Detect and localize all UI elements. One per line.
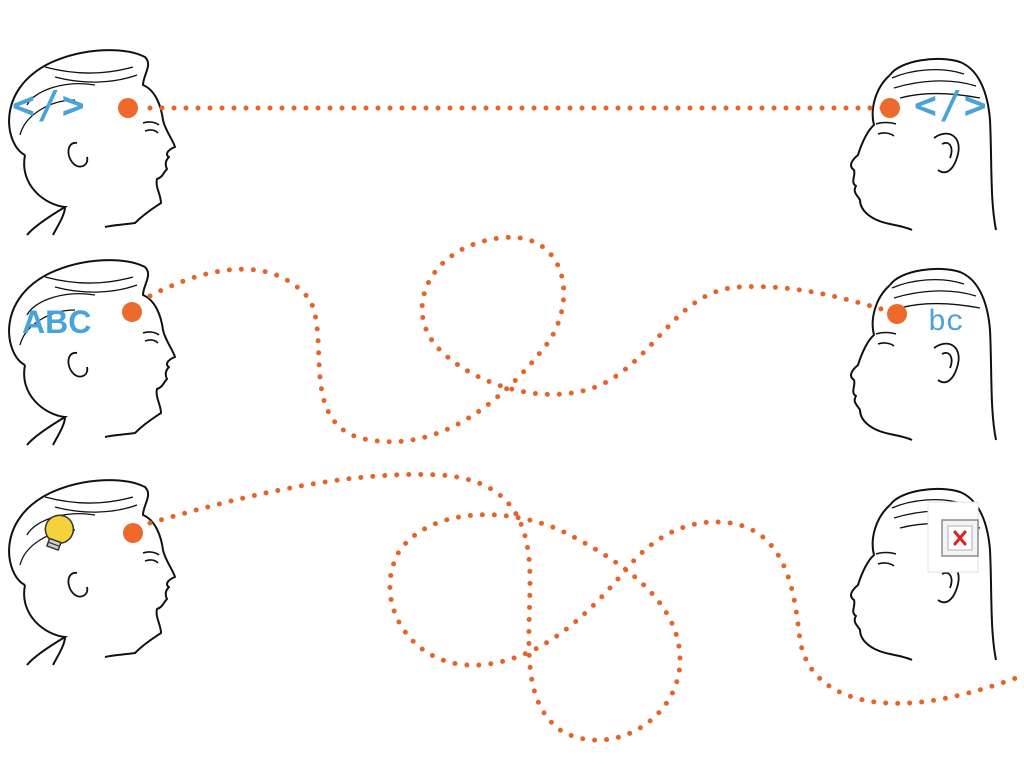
sender-head-row-2 <box>8 259 176 446</box>
sender-dot-row-3 <box>123 523 143 543</box>
receiver-label-row-2: bc <box>928 306 965 340</box>
sender-label-row-2: ABC <box>22 304 92 340</box>
sender-dot-row-1 <box>118 98 138 118</box>
sender-head-row-3 <box>8 479 176 666</box>
receiver-label-row-1: </> <box>914 83 989 127</box>
receiver-head-row-2 <box>850 267 997 441</box>
receiver-dot-row-2 <box>887 304 907 324</box>
sender-head-row-1 <box>8 49 176 236</box>
broken-image-icon <box>927 501 979 573</box>
code-brackets-icon: </> <box>12 83 87 127</box>
communication-path-row-3 <box>147 471 1024 743</box>
receiver-dot-row-1 <box>880 98 900 118</box>
sender-dot-row-2 <box>122 302 142 322</box>
lightbulb-icon <box>38 510 79 554</box>
communication-path-row-2 <box>147 234 898 445</box>
